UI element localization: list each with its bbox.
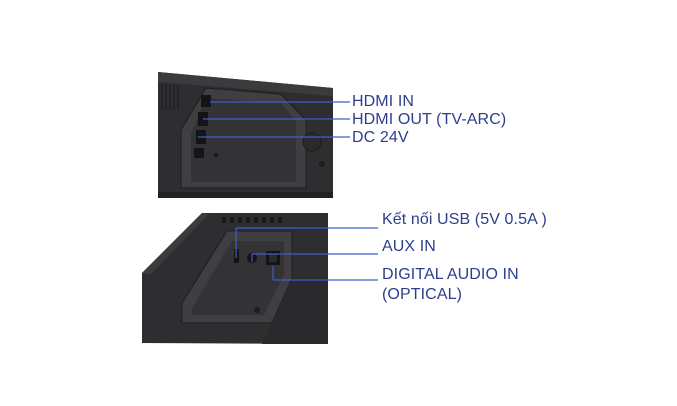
label-aux-in: AUX IN	[382, 238, 436, 255]
label-optical-line1: DIGITAL AUDIO IN	[382, 266, 519, 283]
label-dc-24v: DC 24V	[352, 129, 409, 146]
label-usb: Kết nối USB (5V 0.5A )	[382, 211, 547, 228]
vent-slots	[161, 84, 179, 110]
vent-holes	[222, 217, 282, 223]
soundbar-rear-panel-photo	[156, 70, 333, 200]
label-optical-line2: (OPTICAL)	[382, 286, 463, 303]
soundbar-side-panel-photo	[142, 213, 328, 344]
label-hdmi-out: HDMI OUT (TV-ARC)	[352, 111, 507, 128]
label-hdmi-in: HDMI IN	[352, 93, 415, 110]
